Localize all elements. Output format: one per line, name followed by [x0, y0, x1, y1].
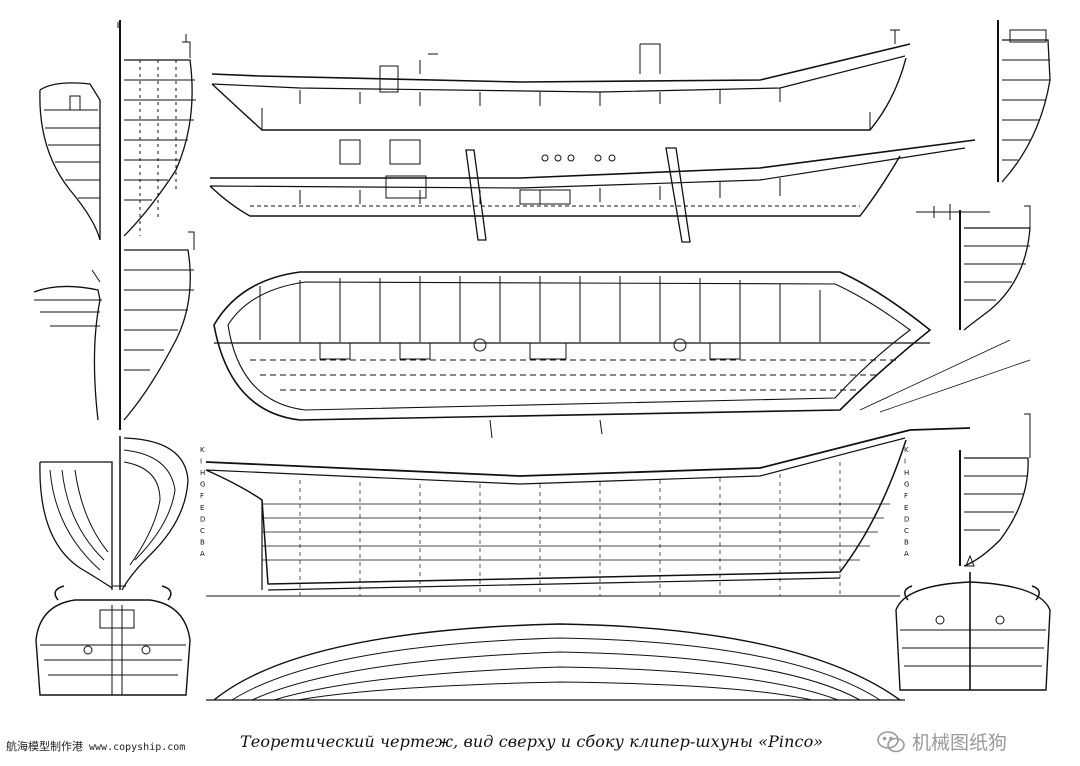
bow-section-middle-left — [33, 269, 102, 421]
station-letter-d-0: D — [200, 515, 205, 523]
station-letter-i-0: I — [200, 458, 202, 466]
station-letter-g-1: G — [904, 481, 909, 489]
station-letter-f-0: F — [200, 492, 204, 500]
deck-profile-masts — [209, 139, 976, 243]
stern-section-top-left — [39, 82, 101, 241]
station-letter-d-1: D — [904, 515, 909, 523]
stern-section-top-right — [997, 20, 1051, 183]
site-url: www.copyship.com — [89, 742, 186, 753]
bow-hull-elevation-right — [916, 204, 1031, 331]
watermark: 机械图纸狗 — [876, 728, 1007, 755]
credit-line: 航海模型制作港 www.copyship.com — [6, 738, 185, 754]
body-plan-left — [39, 436, 189, 591]
station-letter-k-1: K — [904, 446, 909, 454]
station-letter-a-1: A — [904, 550, 909, 558]
drawing-caption: Теоретический чертеж, вид сверху и сбоку… — [240, 732, 824, 751]
stern-view-left — [35, 585, 191, 696]
station-letter-b-0: B — [200, 538, 205, 546]
site-name: 航海模型制作港 — [6, 740, 83, 753]
station-letter-f-1: F — [904, 492, 908, 500]
station-letter-b-1: B — [904, 538, 909, 546]
station-letter-e-1: E — [904, 504, 908, 512]
half-breadth-plan — [206, 623, 905, 701]
station-letter-e-0: E — [200, 504, 204, 512]
station-letter-c-1: C — [904, 527, 909, 535]
stem-section-right — [959, 413, 1031, 567]
station-letter-h-0: H — [200, 469, 205, 477]
stern-hull-elevation-left — [119, 20, 196, 237]
station-letter-g-0: G — [200, 481, 205, 489]
station-letter-a-0: A — [200, 550, 205, 558]
sheer-plan — [205, 427, 971, 597]
bow-view-right — [895, 554, 1051, 691]
watermark-text: 机械图纸狗 — [912, 732, 1008, 754]
station-letter-i-1: I — [904, 458, 906, 466]
wechat-icon — [877, 730, 905, 752]
hull-plan-view — [213, 271, 1031, 439]
deck-profile-top — [117, 22, 911, 131]
station-letter-c-0: C — [200, 527, 205, 535]
bow-hull-elevation-left — [119, 231, 195, 430]
station-letter-h-1: H — [904, 469, 909, 477]
station-letter-k-0: K — [200, 446, 205, 454]
